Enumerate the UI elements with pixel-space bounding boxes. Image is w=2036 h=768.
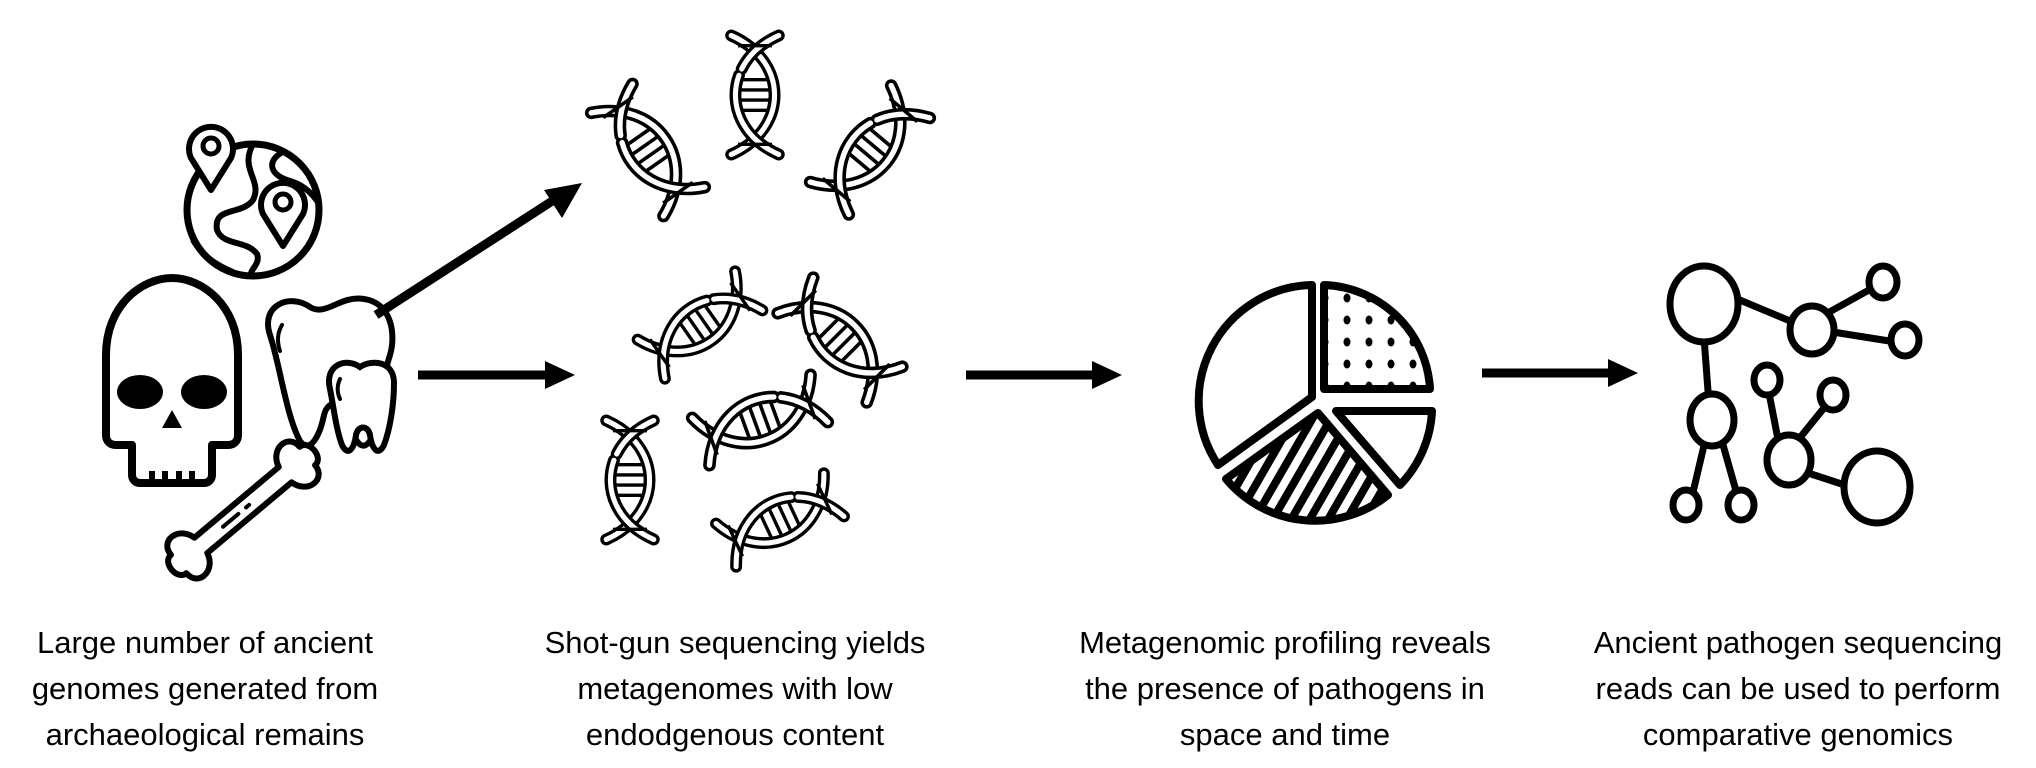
caption-line: archaeological remains <box>45 717 365 752</box>
caption-remains: Large number of ancient genomes generate… <box>0 620 455 758</box>
caption-line: metagenomes with low <box>577 671 893 706</box>
caption-line: Shot-gun sequencing yields <box>544 625 926 660</box>
caption-line: Metagenomic profiling reveals <box>1079 625 1491 660</box>
caption-line: Large number of ancient <box>36 625 374 660</box>
caption-line: genomes generated from <box>31 671 379 706</box>
arrow-to-sequencing-cluster <box>418 361 575 389</box>
arrow-to-sequencing-top <box>373 183 582 319</box>
bone-icon <box>164 438 322 582</box>
caption-line: endodgenous content <box>585 717 885 752</box>
caption-profiling: Metagenomic profiling reveals the presen… <box>1035 620 1535 758</box>
pie-chart-icon <box>1194 281 1436 525</box>
caption-line: space and time <box>1179 717 1391 752</box>
teeth-icon <box>265 295 398 454</box>
caption-sequencing: Shot-gun sequencing yields metagenomes w… <box>485 620 985 758</box>
caption-line: comparative genomics <box>1642 717 1954 752</box>
arrow-to-profiling <box>966 361 1122 389</box>
caption-comparative: Ancient pathogen sequencing reads can be… <box>1548 620 2036 758</box>
caption-line: reads can be used to perform <box>1595 671 2001 706</box>
caption-line: Ancient pathogen sequencing <box>1593 625 2003 660</box>
dna-helix-icon-cluster <box>606 271 902 566</box>
globe-with-pins-icon <box>183 123 323 280</box>
caption-line: the presence of pathogens in <box>1085 671 1485 706</box>
dna-helix-icon-top <box>591 36 930 217</box>
skull-icon <box>102 274 242 487</box>
network-graph-icon <box>1666 262 1923 527</box>
arrow-to-comparative <box>1482 359 1638 387</box>
